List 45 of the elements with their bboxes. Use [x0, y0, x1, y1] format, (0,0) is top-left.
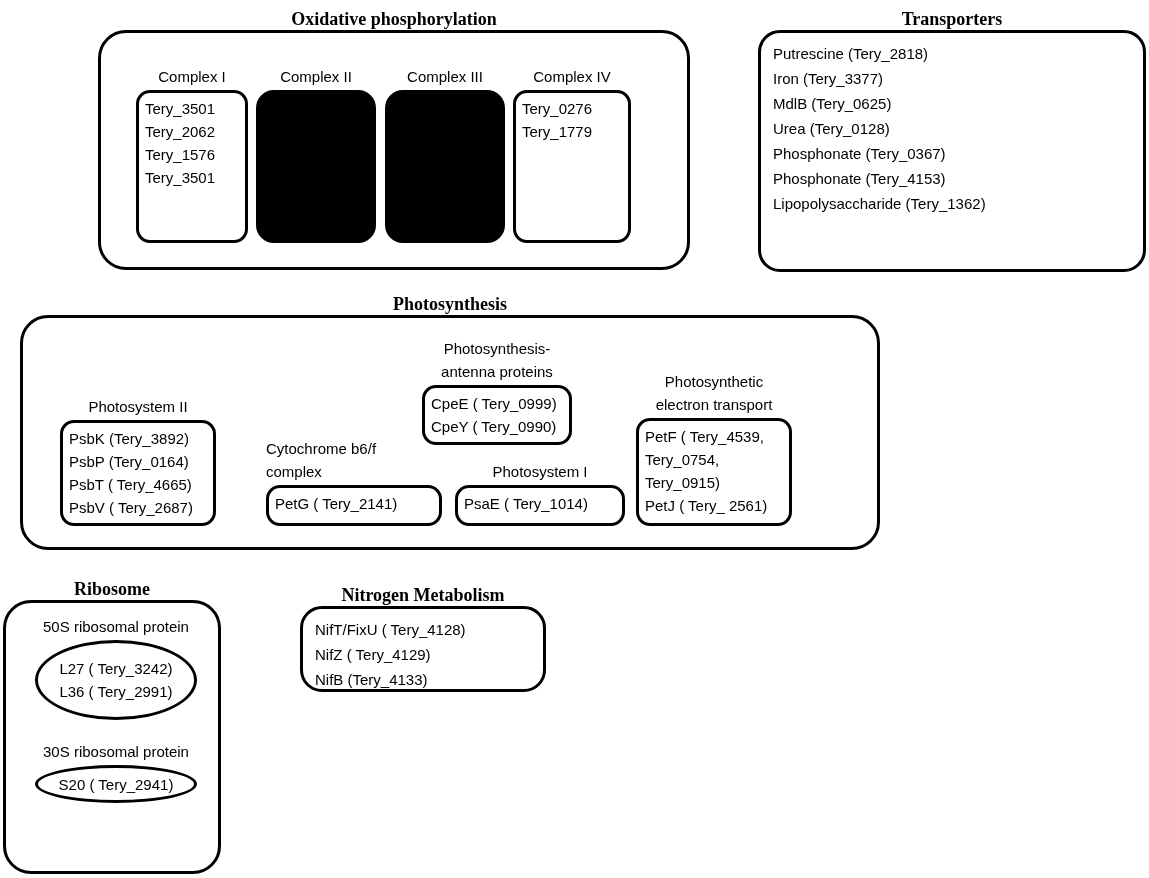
gene-label: Phosphonate (Tery_4153) — [773, 169, 947, 189]
section-heading: Photosystem II — [87, 397, 189, 417]
gene-label: CpeY ( Tery_0990) — [431, 417, 558, 437]
section-heading: Complex I — [157, 67, 227, 87]
gene-label: CpeE ( Tery_0999) — [431, 394, 558, 414]
gene-label: Putrescine (Tery_2818) — [773, 44, 930, 64]
gene-label: Tery_0276 — [522, 99, 594, 119]
section-heading: Complex III — [406, 67, 484, 87]
section-heading: Photosynthesis-antenna proteins — [440, 339, 554, 382]
group-title: Transporters — [901, 8, 1003, 30]
gene-label: L27 ( Tery_3242) — [59, 659, 173, 679]
gene-label: PsbT ( Tery_4665) — [69, 475, 193, 495]
gene-label: Tery_3501 — [145, 99, 217, 119]
gene-label: PetJ ( Tery_ 2561) — [645, 496, 769, 516]
gene-label: Iron (Tery_3377) — [773, 69, 885, 89]
section-heading: Photosystem I — [491, 462, 589, 482]
gene-label: L36 ( Tery_2991) — [59, 682, 173, 702]
gene-label: PetG ( Tery_2141) — [275, 494, 399, 514]
gene-label: Tery_2062 — [145, 122, 217, 142]
gene-label: NifB (Tery_4133) — [315, 670, 429, 690]
section-heading: 30S ribosomal protein — [42, 742, 190, 762]
gene-label: Urea (Tery_0128) — [773, 119, 891, 139]
gene-label: PetF ( Tery_4539, Tery_0754, Tery_0915) — [645, 427, 765, 493]
gene-label: MdlB (Tery_0625) — [773, 94, 893, 114]
gene-label: Tery_1779 — [522, 122, 594, 142]
group-title: Ribosome — [74, 578, 150, 600]
section-heading: 50S ribosomal protein — [42, 617, 190, 637]
section-heading: Complex II — [279, 67, 353, 87]
gene-label: Tery_1576 — [145, 145, 217, 165]
gene-label: PsbV ( Tery_2687) — [69, 498, 194, 518]
gene-label: S20 ( Tery_2941) — [58, 774, 174, 795]
group-title: Nitrogen Metabolism — [341, 584, 505, 606]
gene-label: NifZ ( Tery_4129) — [315, 645, 432, 665]
gene-label: PsbP (Tery_0164) — [69, 452, 190, 472]
group-title: Photosynthesis — [393, 293, 507, 315]
section-heading: Complex IV — [532, 67, 612, 87]
gene-label: NifT/FixU ( Tery_4128) — [315, 620, 467, 640]
section-heading: Cytochrome b6/f complex — [265, 439, 378, 482]
gene-label: Lipopolysaccharide (Tery_1362) — [773, 194, 987, 214]
gene-label: PsaE ( Tery_1014) — [464, 494, 589, 514]
gene-label: Tery_3501 — [145, 168, 217, 188]
group-title: Oxidative phosphorylation — [291, 8, 497, 30]
gene-label: Phosphonate (Tery_0367) — [773, 144, 947, 164]
gene-label: PsbK (Tery_3892) — [69, 429, 191, 449]
section-heading: Photosynthetic electron transport — [654, 372, 774, 415]
